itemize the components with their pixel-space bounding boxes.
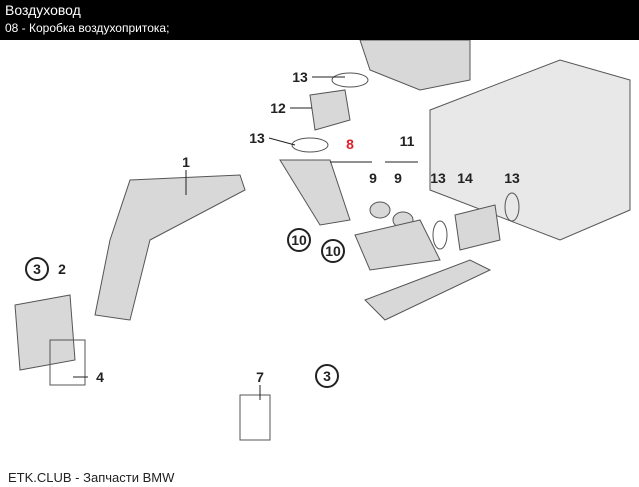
parts-diagram: [14, 40, 631, 441]
engine-intake-manifold: [359, 40, 471, 91]
header-bar: Воздуховод 08 - Коробка воздухопритока;: [0, 0, 639, 40]
engine-block: [429, 59, 631, 241]
callout-7[interactable]: 7: [256, 369, 264, 385]
part-1-air-duct: [94, 174, 246, 321]
callout-9[interactable]: 9: [369, 170, 377, 186]
part-4-bracket: [49, 339, 86, 386]
callout-10[interactable]: 10: [321, 239, 345, 263]
part-7-bracket: [239, 394, 271, 441]
lower-air-duct: [364, 259, 492, 321]
callout-2[interactable]: 2: [58, 261, 66, 277]
callout-12[interactable]: 12: [270, 100, 286, 116]
callout-9[interactable]: 9: [394, 170, 402, 186]
callout-13[interactable]: 13: [249, 130, 265, 146]
callout-11[interactable]: 11: [399, 133, 415, 149]
callout-13[interactable]: 13: [430, 170, 446, 186]
callout-10[interactable]: 10: [287, 228, 311, 252]
callout-4[interactable]: 4: [96, 369, 104, 385]
page-title: Воздуховод: [5, 2, 81, 18]
page-subtitle: 08 - Коробка воздухопритока;: [5, 21, 170, 35]
part-11-hose: [354, 219, 441, 271]
callout-14[interactable]: 14: [457, 170, 473, 186]
part-8-hose: [279, 159, 351, 226]
callout-13[interactable]: 13: [504, 170, 520, 186]
part-13-ring: [331, 72, 369, 88]
part-13-ring: [504, 192, 520, 222]
part-13-ring: [432, 220, 448, 250]
part-12-sleeve: [309, 89, 351, 131]
part-13-ring: [291, 137, 329, 153]
part-9-seal: [369, 201, 391, 219]
footer-watermark: ETK.CLUB - Запчасти BMW: [8, 470, 175, 485]
callout-3[interactable]: 3: [315, 364, 339, 388]
callout-3[interactable]: 3: [25, 257, 49, 281]
part-2-box: [14, 294, 76, 371]
callout-13[interactable]: 13: [292, 69, 308, 85]
part-14-sleeve: [454, 204, 501, 251]
callout-1[interactable]: 1: [182, 154, 190, 170]
callout-8-highlighted[interactable]: 8: [346, 136, 354, 152]
